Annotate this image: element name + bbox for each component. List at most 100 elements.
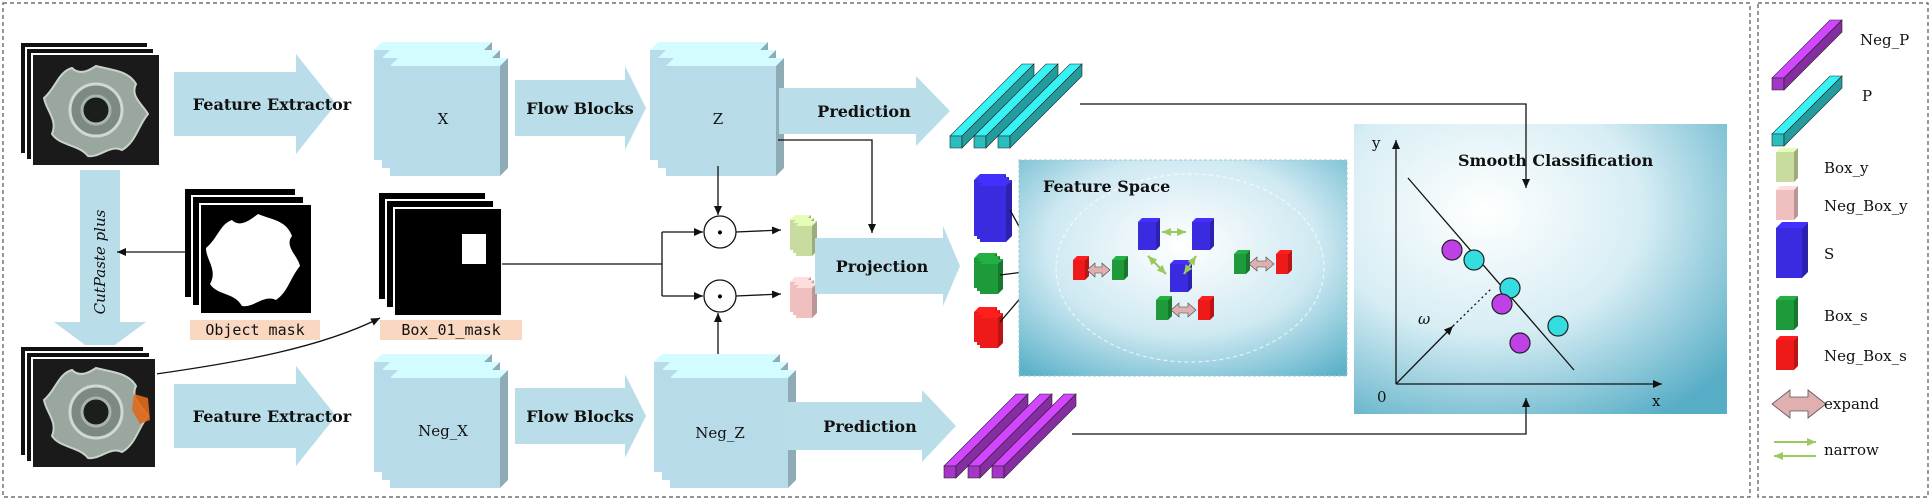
cube-side-face: [1168, 296, 1172, 320]
cube-front-face: [1776, 152, 1794, 182]
defect-part-image: [42, 366, 150, 460]
box-s-icon: [1776, 296, 1798, 330]
box-s-cube: [1156, 296, 1172, 320]
expand-arrow: [1248, 256, 1275, 272]
legend-label: narrow: [1824, 441, 1879, 459]
dot-symbol: ·: [716, 284, 724, 310]
feature-extractor-arrow-bottom: Feature Extractor: [174, 366, 352, 466]
omega-dotted: [1452, 287, 1493, 327]
projection-arrow: Projection: [815, 226, 960, 306]
cube-top-face: [1156, 296, 1172, 300]
decision-boundary: [1407, 177, 1575, 371]
bar-side-face: [1783, 19, 1843, 91]
cube-side-face: [998, 313, 1003, 348]
cube-top-face: [980, 259, 1003, 264]
expand-arrow: [1170, 302, 1197, 318]
feature-extractor-label: Feature Extractor: [193, 407, 352, 426]
neg-box-s-cube: [1198, 296, 1214, 320]
bar-side-face: [1783, 75, 1843, 147]
narrow-arrow: [1147, 255, 1167, 275]
bar-end-face: [991, 465, 1005, 479]
feature-space-title: Feature Space: [1043, 177, 1170, 196]
box-s-cube: [1234, 250, 1250, 274]
neg-x-feature-block: Neg_X: [374, 354, 508, 488]
box-s-cube: [1112, 256, 1128, 280]
omega-vector: [1395, 325, 1454, 385]
cube-top-face: [654, 354, 780, 362]
flow-blocks-arrow-top: Flow Blocks: [515, 66, 646, 150]
p-point: [1547, 315, 1569, 337]
cube-side-face: [1210, 218, 1214, 250]
cube-top-face: [390, 370, 508, 378]
legend-label: Neg_P: [1860, 31, 1909, 49]
negative-image-stack: [19, 345, 157, 469]
cube-front-face: [796, 288, 812, 318]
multiply-operator-top: ·: [703, 215, 737, 249]
neg-p-point: [1441, 239, 1463, 261]
x-axis-label: x: [1652, 392, 1661, 410]
cube-top-face: [1138, 218, 1160, 222]
neg-box-y-icon: [1776, 186, 1798, 220]
cube-front-face: [980, 186, 1006, 242]
box-mask-label: Box_01_mask: [401, 321, 500, 339]
legend-label: Box_s: [1824, 307, 1868, 325]
cube-side-face: [1288, 250, 1292, 274]
cube-side-face: [1794, 186, 1798, 220]
mask-connectors: [502, 139, 876, 356]
cube-top-face: [1776, 336, 1798, 340]
cube-front-face: [1156, 300, 1168, 320]
cube-top-face: [382, 362, 500, 370]
object-mask-label: Object mask: [205, 321, 304, 339]
p-point: [1463, 249, 1485, 271]
cube-top-face: [1112, 256, 1128, 260]
box-mask-stack: [377, 191, 503, 317]
prediction-arrow-bottom: Prediction: [785, 390, 956, 462]
legend-label: S: [1824, 245, 1834, 263]
neg-x-block-label: Neg_X: [418, 422, 468, 440]
cube-top-face: [382, 50, 500, 58]
cube-top-face: [666, 58, 784, 66]
bar-end-face: [973, 135, 987, 149]
cube-front-face: [1776, 340, 1794, 370]
cutpaste-plus-arrow: CutPaste plus: [54, 170, 146, 356]
expand-arrow-icon: [1771, 389, 1827, 419]
neg-box-y-cube: [796, 283, 817, 318]
s-cube: [980, 180, 1012, 242]
bar-end-face: [949, 135, 963, 149]
cube-side-face: [500, 370, 508, 488]
bar-end-face: [967, 465, 981, 479]
feature-space-panel: Feature Space: [1018, 159, 1348, 377]
cube-side-face: [1794, 148, 1798, 182]
cube-top-face: [1776, 186, 1798, 190]
legend-label: expand: [1824, 395, 1880, 413]
bar-end-face: [997, 135, 1011, 149]
dot-symbol: ·: [716, 220, 724, 246]
smooth-classification-panel: Smooth Classification y x 0 ω: [1354, 124, 1727, 414]
box-s-cube: [980, 259, 1003, 294]
bar-end-face: [1771, 77, 1785, 91]
cube-front-face: [1112, 260, 1124, 280]
cube-front-face: [1170, 264, 1188, 292]
cube-top-face: [390, 58, 508, 66]
s-cube: [1170, 260, 1192, 292]
cube-side-face: [1156, 218, 1160, 250]
stacked-block: [390, 370, 508, 488]
x-feature-block: X: [374, 42, 508, 176]
cube-top-face: [1776, 222, 1808, 228]
bar-side-face: [1003, 393, 1077, 479]
expand-arrow: [1086, 262, 1111, 278]
legend-item: S: [1776, 222, 1834, 278]
prediction-label: Prediction: [817, 102, 911, 121]
cube-front-face: [1234, 254, 1246, 274]
omega-label: ω: [1418, 310, 1430, 328]
cube-front-face: [1776, 300, 1794, 330]
cube-front-face: [1192, 222, 1210, 250]
main-frame: [2, 2, 1751, 498]
legend-item: P: [1771, 75, 1872, 147]
feature-extractor-label: Feature Extractor: [193, 95, 352, 114]
flow-blocks-label: Flow Blocks: [526, 407, 634, 426]
cube-side-face: [1802, 222, 1808, 278]
bar-end-face: [943, 465, 957, 479]
cube-top-face: [1776, 148, 1798, 152]
